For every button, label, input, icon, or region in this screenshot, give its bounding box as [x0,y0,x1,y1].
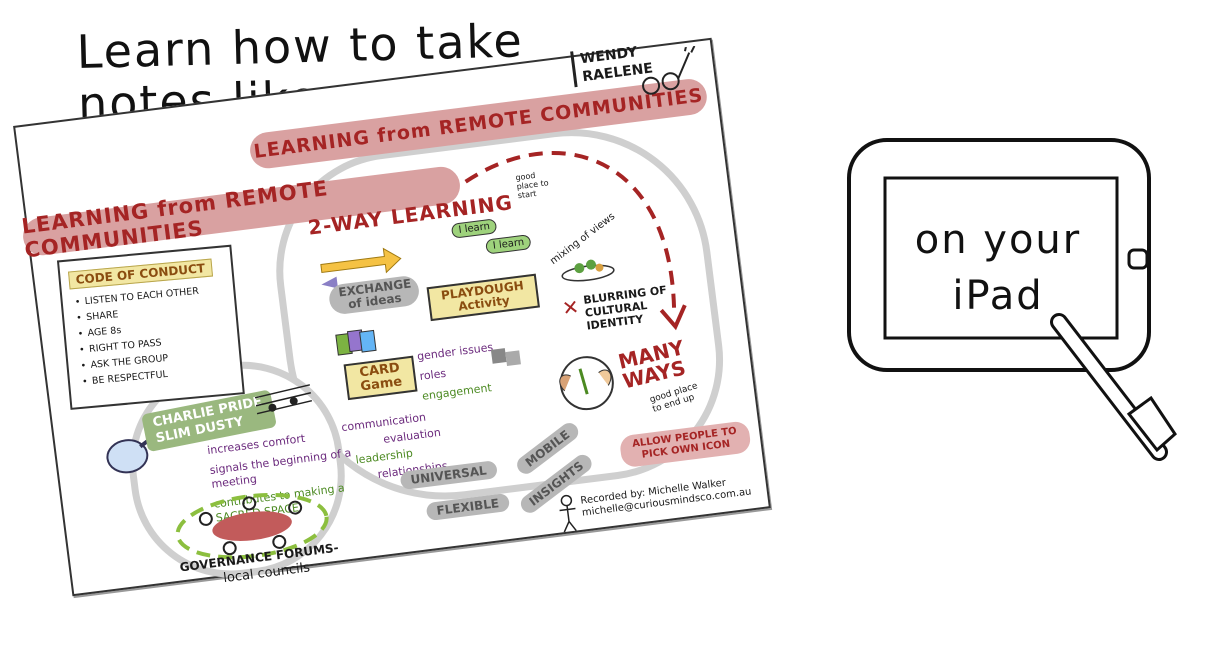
ipad-sketch [847,138,1177,461]
recorder-credit: Recorded by: Michelle Walker michelle@cu… [580,474,752,519]
code-of-conduct-list: LISTEN TO EACH OTHER SHARE AGE 8s RIGHT … [70,281,233,391]
playing-cards-icon [335,329,377,356]
ipad-screen-text: on your iPad [893,212,1103,324]
music-notes-icon [254,384,313,415]
code-of-conduct-card: CODE OF CONDUCT LISTEN TO EACH OTHER SHA… [56,244,245,410]
sketchnote-poster: LEARNING from REMOTE COMMUNITIES LEARNIN… [13,37,771,597]
stick-figure-icon [559,494,577,533]
puzzle-pieces-icon [490,348,521,366]
meeting-circle-icon [175,492,329,560]
presenters-icon [642,45,696,95]
exchange-arrows-icon [320,247,402,289]
ipad-line-2: iPad [952,273,1044,319]
ipad-line-1: on your [914,217,1082,263]
dashed-arrow-icon [464,150,687,331]
hands-circle-icon [559,356,614,411]
mixed-food-icon [561,259,615,282]
